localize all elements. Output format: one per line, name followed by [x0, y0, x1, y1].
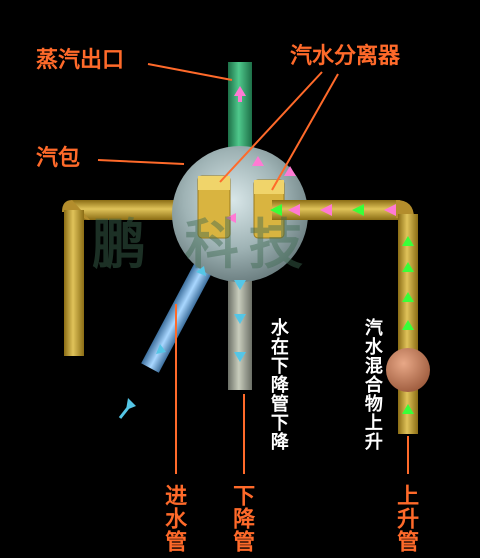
label-riser: 上升管: [393, 484, 419, 553]
steam-arrow-left-1: [288, 204, 300, 216]
label-riser-flow: 汽水混合物上升: [361, 318, 383, 451]
steam-flow-arrows: [226, 86, 396, 223]
leader-steam-outlet: [147, 63, 233, 81]
label-separator: 汽水分离器: [290, 44, 401, 69]
label-downcomer-flow: 水在下降管下降: [267, 318, 289, 451]
water-flow-arrows: [118, 266, 246, 419]
heater-ball: [386, 348, 430, 392]
water-arrow-down-1: [234, 280, 246, 290]
label-inlet-pipe: 进水管: [161, 484, 187, 553]
separator-right-cap: [254, 180, 284, 194]
watermark: 鹏 科技: [92, 213, 313, 276]
label-downcomer: 下降管: [229, 484, 255, 553]
water-arrow-inlet-1-tail: [118, 403, 133, 419]
water-arrow-inlet-2: [156, 344, 166, 354]
steam-arrow-left-4: [226, 213, 236, 223]
steam-arrow-up-1: [234, 86, 246, 96]
left-vertical-pipe: [64, 210, 84, 356]
water-arrow-down-2: [234, 314, 246, 324]
mix-arrow-up-5: [402, 404, 414, 414]
riser-elbow: [396, 200, 414, 218]
mix-arrow-up-4: [402, 320, 414, 330]
steam-arrow-up-2: [252, 156, 264, 166]
steam-arrow-up-3: [284, 166, 296, 176]
leader-drum: [97, 159, 185, 165]
riser-top-pipe: [272, 200, 400, 220]
mix-arrow-left-2: [352, 204, 364, 216]
mixture-flow-arrows: [270, 204, 414, 414]
mix-arrow-up-1: [402, 236, 414, 246]
leader-separator-1: [219, 71, 323, 183]
mix-arrow-left-1: [270, 204, 282, 216]
mix-arrow-up-2: [402, 262, 414, 272]
label-steam-outlet: 蒸汽出口: [36, 48, 125, 73]
inlet-pipe: [141, 257, 216, 373]
label-drum: 汽包: [36, 146, 81, 171]
leader-separator-2: [271, 73, 339, 191]
steam-arrow-left-2: [320, 204, 332, 216]
steam-arrow-up-1-tail: [238, 96, 242, 102]
mix-arrow-up-3: [402, 292, 414, 302]
steam-arrow-left-3: [384, 204, 396, 216]
water-arrow-inlet-3: [196, 266, 206, 276]
water-arrow-down-3: [234, 352, 246, 362]
separator-left-cap: [198, 176, 230, 190]
